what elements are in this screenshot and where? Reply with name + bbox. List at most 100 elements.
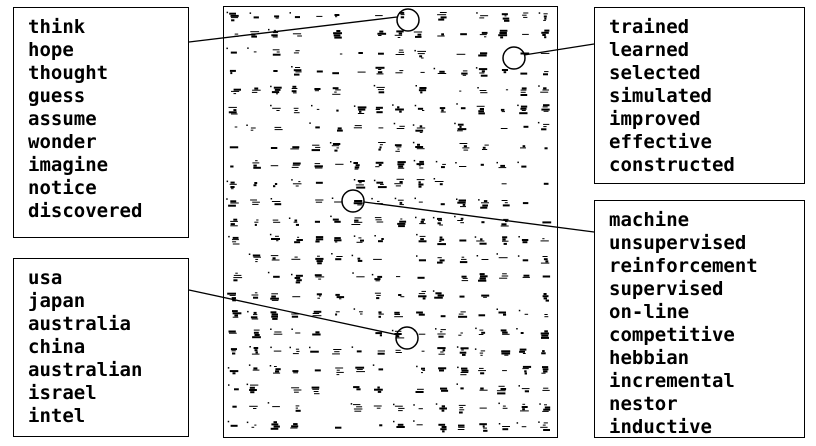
glyph-dot xyxy=(333,349,342,350)
glyph-dot xyxy=(501,111,505,113)
glyph-dot xyxy=(378,311,382,314)
glyph-dot xyxy=(541,128,547,131)
glyph-dot xyxy=(441,426,447,428)
cluster-word: australian xyxy=(28,359,143,381)
cluster-word: constructed xyxy=(609,154,735,176)
glyph-dot xyxy=(439,236,443,239)
glyph-dot xyxy=(316,293,322,296)
glyph-dot xyxy=(372,364,375,366)
glyph-dot xyxy=(496,308,498,310)
glyph-dot xyxy=(502,405,506,407)
glyph-dot xyxy=(421,218,425,221)
glyph-dot xyxy=(399,125,405,127)
glyph-dot xyxy=(414,197,416,200)
glyph-dot xyxy=(253,16,259,19)
glyph-dot xyxy=(498,311,506,314)
glyph-dot xyxy=(460,374,467,376)
glyph-dot xyxy=(520,107,527,110)
glyph-dot xyxy=(233,274,242,276)
glyph-dot xyxy=(276,240,279,242)
glyph-dot xyxy=(293,69,302,72)
glyph-dot xyxy=(336,147,339,149)
glyph-dot xyxy=(458,424,465,427)
glyph-dot xyxy=(521,165,527,168)
glyph-dot xyxy=(378,164,382,166)
glyph-dot xyxy=(456,198,458,200)
glyph-dot xyxy=(332,87,339,90)
glyph-dot xyxy=(522,259,529,262)
glyph-dot xyxy=(417,388,424,390)
glyph-dot xyxy=(480,74,488,77)
glyph-dot xyxy=(475,67,478,69)
glyph-dot xyxy=(520,89,527,91)
glyph-dot xyxy=(335,311,340,313)
glyph-dot xyxy=(276,51,280,53)
glyph-dot xyxy=(496,253,498,255)
glyph-dot xyxy=(482,425,485,428)
glyph-dot xyxy=(500,225,509,227)
glyph-dot xyxy=(317,297,320,299)
glyph-dot xyxy=(432,216,435,219)
glyph-dot xyxy=(540,91,549,93)
glyph-dot xyxy=(229,183,237,185)
glyph-dot xyxy=(273,70,278,72)
glyph-dot xyxy=(502,331,508,334)
glyph-dot xyxy=(375,161,384,164)
glyph-dot xyxy=(377,275,383,278)
glyph-dot xyxy=(311,386,320,389)
glyph-dot xyxy=(374,388,383,391)
glyph-dot xyxy=(481,221,485,224)
glyph-dot xyxy=(417,50,426,52)
glyph-dot xyxy=(293,372,298,374)
glyph-dot xyxy=(378,368,384,371)
glyph-dot xyxy=(396,30,404,33)
glyph-dot xyxy=(359,110,362,113)
cluster-word: effective xyxy=(609,131,712,153)
glyph-dot xyxy=(439,224,443,226)
glyph-dot xyxy=(335,367,344,369)
glyph-dot xyxy=(356,276,365,278)
glyph-dot xyxy=(292,296,301,298)
glyph-dot xyxy=(357,113,365,114)
glyph-dot xyxy=(501,69,508,71)
glyph-dot xyxy=(249,389,257,391)
glyph-dot xyxy=(234,126,238,128)
glyph-dot xyxy=(479,367,484,369)
glyph-dot xyxy=(273,29,276,31)
glyph-dot xyxy=(522,408,525,411)
glyph-dot xyxy=(316,260,323,263)
glyph-dot xyxy=(271,423,279,426)
glyph-dot xyxy=(543,182,549,185)
glyph-dot xyxy=(295,274,303,277)
glyph-dot xyxy=(335,426,342,429)
glyph-dot xyxy=(438,335,444,338)
glyph-dot xyxy=(419,125,423,128)
glyph-dot xyxy=(294,277,301,279)
glyph-dot xyxy=(398,165,404,168)
glyph-dot xyxy=(233,88,241,91)
glyph-dot xyxy=(481,331,486,334)
glyph-dot xyxy=(500,36,504,39)
glyph-dot xyxy=(397,199,404,201)
glyph-dot xyxy=(441,109,444,112)
glyph-dot xyxy=(252,201,260,203)
glyph-dot xyxy=(438,423,446,426)
glyph-dot xyxy=(377,352,385,355)
glyph-dot xyxy=(378,313,384,315)
glyph-dot xyxy=(315,146,321,148)
glyph-dot xyxy=(334,36,342,39)
glyph-dot xyxy=(274,183,278,185)
glyph-dot xyxy=(523,125,529,128)
glyph-dot xyxy=(399,49,404,51)
glyph-dot xyxy=(270,311,277,314)
glyph-dot xyxy=(334,91,337,93)
glyph-dot xyxy=(460,33,467,36)
glyph-dot xyxy=(354,410,362,412)
glyph-dot xyxy=(355,164,360,167)
glyph-dot xyxy=(456,346,459,348)
glyph-dot xyxy=(356,350,362,353)
glyph-dot xyxy=(253,164,257,167)
glyph-dot xyxy=(335,293,340,296)
glyph-dot xyxy=(480,372,485,375)
glyph-dot xyxy=(255,351,258,354)
